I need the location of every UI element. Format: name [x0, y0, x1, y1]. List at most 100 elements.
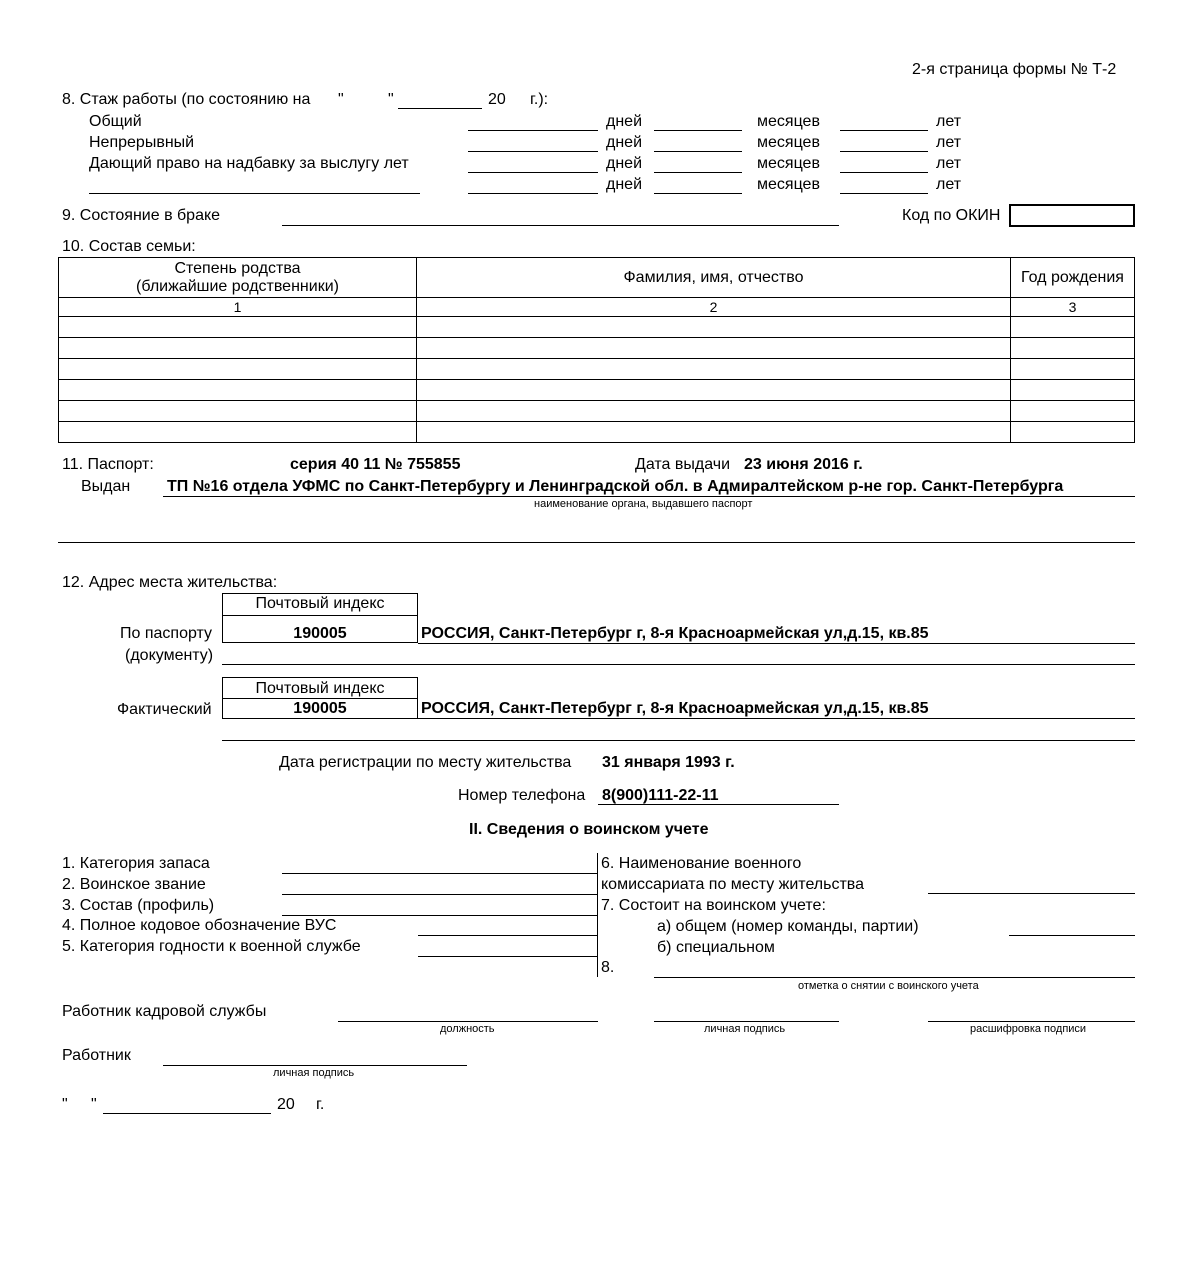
years-label: лет — [936, 134, 962, 151]
table-cell[interactable] — [58, 337, 417, 359]
table-row — [58, 337, 1135, 359]
issue-date-label: Дата выдачи — [635, 456, 731, 473]
address-label: 12. Адрес места жительства: — [62, 574, 278, 591]
date-quote-open: " — [62, 1096, 68, 1113]
military-divider — [597, 853, 598, 977]
family-label: 10. Состав семьи: — [62, 238, 196, 255]
section8-title: 8. Стаж работы (по состоянию на — [62, 91, 311, 108]
years-label: лет — [936, 155, 962, 172]
table-cell[interactable] — [58, 400, 417, 422]
hr-position-field[interactable] — [338, 1021, 598, 1022]
table-cell[interactable] — [416, 421, 1011, 443]
military-item-5: 5. Категория годности к военной службе — [62, 938, 361, 955]
military-item-6-line2: комиссариата по месту жительства — [601, 876, 865, 893]
worker-label: Работник — [62, 1047, 131, 1064]
hr-signature-field[interactable] — [654, 1021, 839, 1022]
actual-postal-index[interactable]: 190005 — [293, 700, 347, 717]
military-item-7b: б) специальном — [657, 939, 775, 956]
passport-address-label-1: По паспорту — [120, 625, 213, 642]
days-field[interactable] — [468, 151, 598, 152]
quote-close: " — [388, 91, 394, 108]
months-field[interactable] — [654, 130, 742, 131]
military-item-7a: а) общем (номер команды, партии) — [657, 918, 919, 935]
years-field[interactable] — [840, 172, 928, 173]
years-field[interactable] — [840, 193, 928, 194]
table-cell[interactable] — [416, 400, 1011, 422]
issued-by-caption: наименование органа, выдавшего паспорт — [534, 498, 753, 510]
table-row — [58, 400, 1135, 422]
months-label: месяцев — [757, 113, 820, 130]
issued-by-extra-line[interactable] — [58, 542, 1135, 543]
years-label: лет — [936, 176, 962, 193]
years-field[interactable] — [840, 130, 928, 131]
okin-label: Код по ОКИН — [902, 207, 1001, 224]
table-cell[interactable] — [1010, 337, 1135, 359]
quote-open: " — [338, 91, 344, 108]
days-field[interactable] — [468, 130, 598, 131]
months-label: месяцев — [757, 134, 820, 151]
years-label: лет — [936, 113, 962, 130]
general-registration-field[interactable] — [1009, 935, 1135, 936]
marital-status-field[interactable] — [282, 225, 839, 226]
table-cell[interactable] — [58, 316, 417, 338]
signature-caption: личная подпись — [704, 1023, 786, 1035]
table-cell[interactable] — [416, 358, 1011, 380]
years-field[interactable] — [840, 151, 928, 152]
table-cell[interactable] — [58, 421, 417, 443]
fitness-category-field[interactable] — [418, 956, 598, 957]
table-cell[interactable] — [416, 316, 1011, 338]
date-field[interactable] — [103, 1113, 271, 1114]
actual-address-value[interactable]: РОССИЯ, Санкт-Петербург г, 8-я Красноарм… — [421, 700, 929, 717]
days-label: дней — [606, 155, 643, 172]
table-cell[interactable] — [58, 358, 417, 380]
issued-by-value: ТП №16 отдела УФМС по Санкт-Петербургу и… — [167, 478, 1064, 495]
table-cell[interactable] — [1010, 421, 1135, 443]
military-item-4: 4. Полное кодовое обозначение ВУС — [62, 917, 337, 934]
military-item-2: 2. Воинское звание — [62, 876, 206, 893]
table-cell[interactable] — [1010, 400, 1135, 422]
passport-postal-index[interactable]: 190005 — [293, 625, 347, 642]
issued-by-line — [163, 496, 1135, 497]
table-cell[interactable] — [1010, 379, 1135, 401]
worker-signature-field[interactable] — [163, 1065, 467, 1066]
table-cell[interactable] — [1010, 358, 1135, 380]
passport-address-value[interactable]: РОССИЯ, Санкт-Петербург г, 8-я Красноарм… — [421, 625, 929, 642]
days-field[interactable] — [468, 193, 598, 194]
table-cell[interactable] — [58, 379, 417, 401]
reg-date-value: 31 января 1993 г. — [602, 754, 735, 771]
actual-address-line-2[interactable] — [222, 740, 1135, 741]
vus-code-field[interactable] — [418, 935, 598, 936]
passport-label: 11. Паспорт: — [62, 456, 154, 473]
col-degree-header: Степень родства (ближайшие родственники) — [58, 257, 417, 298]
days-field[interactable] — [468, 172, 598, 173]
table-row — [58, 358, 1135, 380]
months-field[interactable] — [654, 151, 742, 152]
actual-address-line — [418, 718, 1135, 719]
okin-code-field[interactable] — [1009, 204, 1135, 227]
deregister-field[interactable] — [654, 977, 1135, 978]
months-field[interactable] — [654, 193, 742, 194]
phone-value[interactable]: 8(900)111-22-11 — [602, 787, 719, 804]
commissariat-field[interactable] — [928, 893, 1135, 894]
date-line[interactable] — [398, 108, 482, 109]
passport-address-line-2[interactable] — [222, 664, 1135, 665]
phone-label: Номер телефона — [458, 787, 586, 804]
days-label: дней — [606, 134, 643, 151]
table-cell[interactable] — [1010, 316, 1135, 338]
phone-line — [598, 804, 839, 805]
table-cell[interactable] — [416, 337, 1011, 359]
stazh-label-bonus: Дающий право на надбавку за выслугу лет — [89, 155, 409, 172]
table-cell[interactable] — [416, 379, 1011, 401]
stazh-label-blank-line[interactable] — [89, 193, 420, 194]
col-degree-line1: Степень родства — [174, 259, 301, 277]
months-field[interactable] — [654, 172, 742, 173]
military-rank-field[interactable] — [282, 894, 598, 895]
hr-decoding-field[interactable] — [928, 1021, 1135, 1022]
issued-by-label: Выдан — [81, 478, 131, 495]
profile-field[interactable] — [282, 915, 598, 916]
military-item-6-line1: 6. Наименование военного — [601, 855, 802, 872]
col-number: 3 — [1010, 297, 1135, 317]
family-number-row: 1 2 3 — [58, 297, 1135, 317]
issue-date-value: 23 июня 2016 г. — [744, 456, 863, 473]
reserve-category-field[interactable] — [282, 873, 598, 874]
